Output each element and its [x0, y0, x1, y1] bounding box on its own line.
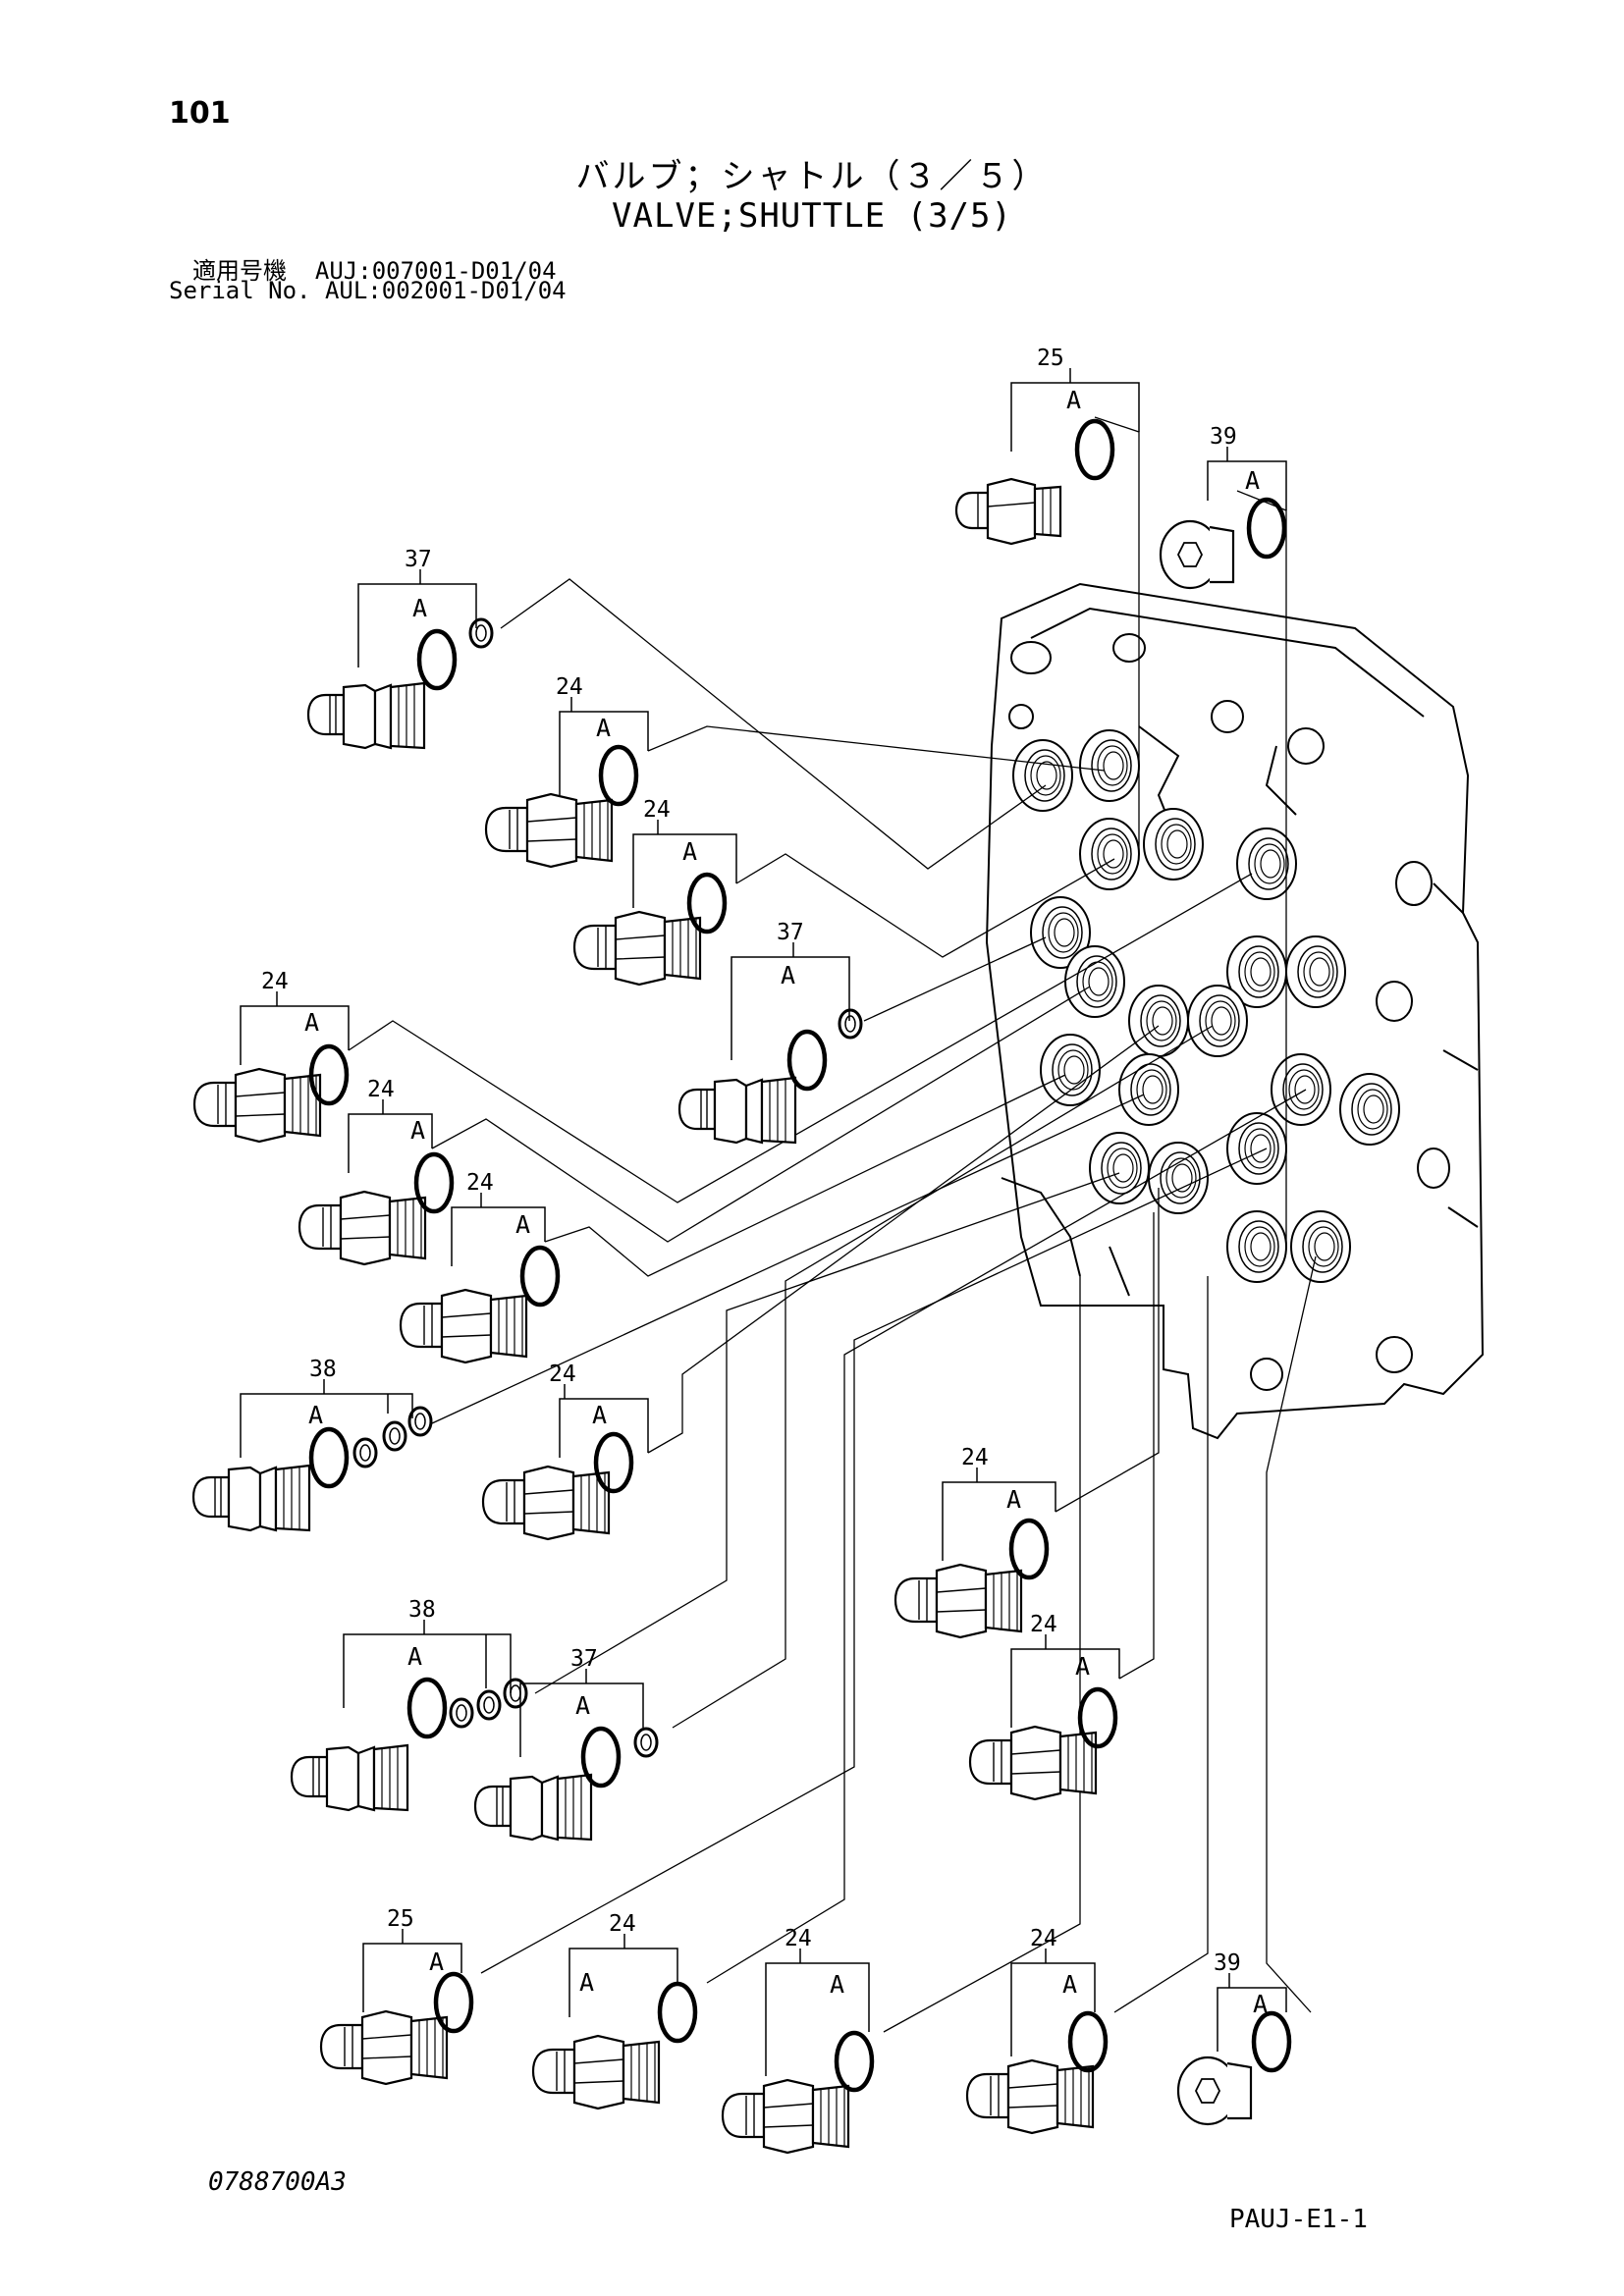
callout-number: 38 [309, 1357, 337, 1382]
callout-letter: A [1006, 1485, 1021, 1514]
callout-number: 25 [1037, 346, 1064, 371]
callout-labels: 25 A 39 A 37 A 24 A 24 A 37 A 24 A 24 A … [261, 346, 1268, 2018]
callout-letter: A [579, 1968, 594, 1997]
callout-number: 24 [556, 674, 583, 700]
callout-letter: A [410, 1116, 425, 1145]
callout-number: 39 [1214, 1950, 1241, 1976]
serial-label: 適用号機 [192, 257, 287, 285]
callout-letter: A [830, 1970, 844, 1999]
callout-letter: A [515, 1210, 530, 1239]
callout-letter: A [596, 714, 611, 742]
callout-letter: A [308, 1401, 323, 1429]
callout-letter: A [1066, 386, 1081, 414]
serial-label: Serial No. [169, 277, 311, 304]
callout-letter: A [412, 594, 427, 622]
callout-letter: A [429, 1948, 444, 1976]
callout-number: 37 [405, 547, 432, 572]
callout-number: 24 [261, 969, 289, 994]
title-japanese: バルブ；シャトル（３／５） [575, 157, 1049, 196]
serial-row: Serial No. AUL:002001-D01/04 [169, 277, 567, 304]
callout-letter: A [1075, 1652, 1090, 1681]
callout-number: 24 [549, 1362, 576, 1387]
serial-row: 適用号機 AUJ:007001-D01/04 [192, 251, 557, 286]
callout-letter: A [592, 1401, 607, 1429]
callout-letter: A [304, 1008, 319, 1037]
callout-letter: A [1062, 1970, 1077, 1999]
callout-number: 37 [777, 920, 804, 945]
callout-number: 24 [1030, 1926, 1057, 1951]
title-english: VALVE;SHUTTLE (3/5) [612, 196, 1012, 236]
callout-number: 24 [643, 797, 671, 823]
serial-value: AUJ:007001-D01/04 [314, 257, 557, 285]
callout-number: 37 [570, 1646, 598, 1672]
callout-number: 25 [387, 1906, 414, 1932]
callout-letter: A [575, 1691, 590, 1720]
serial-value: AUL:002001-D01/04 [324, 277, 567, 304]
page-number: 101 [169, 96, 231, 131]
drawing-number: 0788700A3 [208, 2167, 347, 2197]
callout-number: 39 [1210, 424, 1237, 450]
leader-lines [348, 416, 1317, 2033]
callout-brackets [240, 368, 1287, 2076]
callout-number: 24 [785, 1926, 812, 1951]
callout-letter: A [781, 961, 795, 989]
callout-letter: A [682, 837, 697, 866]
callout-number: 24 [466, 1170, 494, 1196]
page-code: PAUJ-E1-1 [1229, 2205, 1368, 2234]
callout-letter: A [1253, 1990, 1268, 2018]
callout-number: 24 [367, 1077, 395, 1102]
callout-letter: A [407, 1642, 422, 1671]
callout-number: 24 [609, 1911, 636, 1937]
callout-letter: A [1245, 466, 1260, 495]
callout-number: 24 [961, 1445, 989, 1470]
callout-number: 24 [1030, 1612, 1057, 1637]
callout-number: 38 [408, 1597, 436, 1623]
